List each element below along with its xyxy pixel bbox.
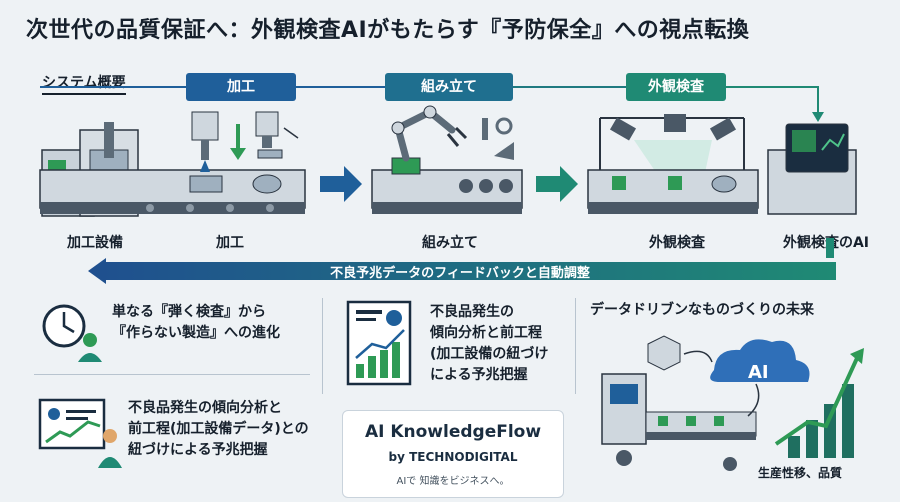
analysis-mid-line: による予兆把握 xyxy=(430,367,528,383)
workpiece-icon xyxy=(189,175,223,193)
stage-label-machining-equipment: 加工設備 xyxy=(67,235,123,251)
parts-icon xyxy=(482,117,514,160)
brand-by: by TECHNODIGITAL xyxy=(388,450,518,464)
analysis-left-line: 不良品発生の傾向分析と xyxy=(128,400,282,416)
brand-name: AI KnowledgeFlow xyxy=(364,422,542,442)
stage-label-ai-inspection: 外観検査のAI xyxy=(782,235,870,251)
process-illustration xyxy=(39,86,857,217)
analysis-left-text: 不良品発生の傾向分析と 前工程(加工設備データ)との 紐づけによる予兆把握 xyxy=(128,398,324,461)
tag-machining: 加工 xyxy=(186,73,296,101)
analysis-board-icon xyxy=(38,398,122,468)
productivity-label: 生産性移、品質 xyxy=(757,466,842,480)
brand-box xyxy=(342,410,564,498)
down-arrow-icon xyxy=(230,148,246,160)
divider xyxy=(34,374,310,375)
ai-cloud-label: AI xyxy=(748,362,769,383)
drill-icon xyxy=(191,111,219,172)
analysis-mid-line: (加工設備の紐づけ xyxy=(430,346,549,362)
feedback-arrow xyxy=(88,258,836,284)
paradigm-line: 『作らない製造』への進化 xyxy=(112,325,280,341)
analysis-mid-text: 不良品発生の 傾向分析と前工程 (加工設備の紐づけ による予兆把握 xyxy=(430,302,570,386)
stage-label-inspection: 外観検査 xyxy=(649,235,705,251)
paradigm-text: 単なる『弾く検査』から 『作らない製造』への進化 xyxy=(112,302,312,344)
page-title: 次世代の品質保証へ：外観検査AIがもたらす『予防保全』への視点転換 xyxy=(26,18,750,43)
divider xyxy=(322,298,323,394)
brand-tagline: AIで 知識をビジネスへ。 xyxy=(396,476,510,487)
analysis-left-line: 紐づけによる予兆把握 xyxy=(128,442,268,458)
analysis-mid-line: 不良品発生の xyxy=(430,304,514,320)
future-illustration: AI xyxy=(601,335,864,471)
paradigm-line: 単なる『弾く検査』から xyxy=(112,304,266,320)
flow-arrow-icon xyxy=(320,166,362,202)
ring-part-icon xyxy=(252,174,282,194)
analysis-left-line: 前工程(加工設備データ)との xyxy=(128,421,309,437)
trend-chart-icon xyxy=(346,300,412,386)
feedback-connector xyxy=(826,238,834,258)
future-title: データドリブンなものづくりの未来 xyxy=(590,302,814,318)
stage-label-assembly: 組み立て xyxy=(422,235,478,251)
tag-assembly: 組み立て xyxy=(385,73,513,101)
stage-label-machining: 加工 xyxy=(216,235,244,251)
ai-monitor-icon xyxy=(767,123,857,215)
clock-user-icon xyxy=(42,304,102,362)
divider xyxy=(575,298,576,394)
gear-icon xyxy=(459,179,513,193)
analysis-mid-line: 傾向分析と前工程 xyxy=(430,325,542,341)
robot-arm-icon xyxy=(391,105,468,175)
tag-inspection: 外観検査 xyxy=(626,73,726,101)
feedback-label: 不良予兆データのフィードバックと自動調整 xyxy=(330,266,590,281)
cutter-icon xyxy=(255,111,299,159)
flow-arrow-icon xyxy=(536,166,578,202)
